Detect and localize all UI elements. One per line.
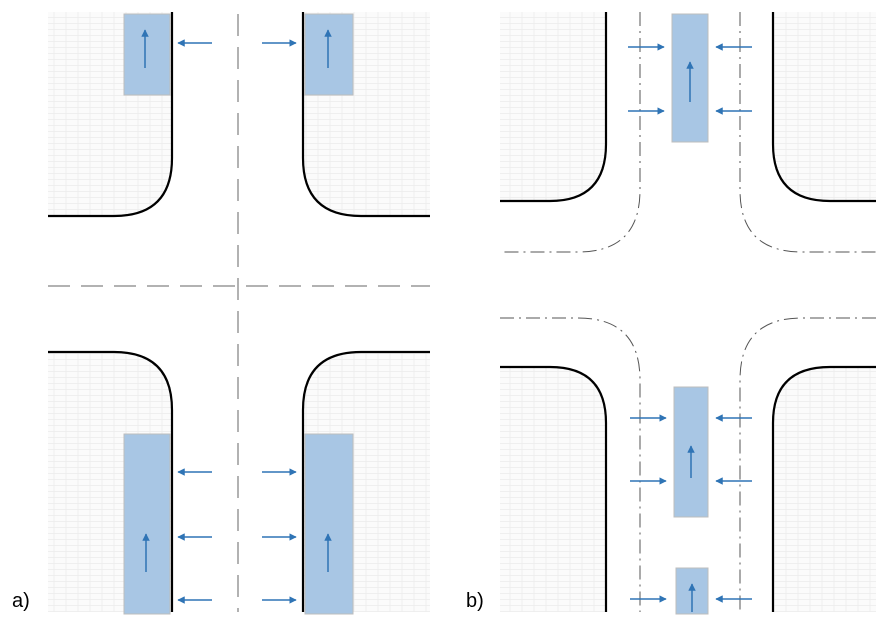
vehicle-a-top-left bbox=[123, 13, 171, 96]
panel-b bbox=[500, 12, 876, 615]
panel-a-label: a) bbox=[12, 590, 30, 612]
panel-b-label: b) bbox=[466, 590, 484, 612]
vehicle-b-bottom bbox=[675, 567, 709, 615]
curb-b-bottom-left bbox=[500, 365, 608, 612]
vehicle-a-top-right bbox=[304, 13, 354, 96]
curb-a-top-right bbox=[301, 12, 430, 218]
lane-boundaries-b bbox=[500, 12, 876, 612]
curb-b-top-right bbox=[771, 12, 876, 203]
curb-b-bottom-right bbox=[771, 365, 876, 612]
curb-b-top-left bbox=[500, 12, 608, 203]
sidewalk-b-bottom-right bbox=[773, 367, 876, 612]
vehicle-b-middle bbox=[673, 386, 709, 518]
sidewalk-b-top-left bbox=[500, 12, 606, 201]
curb-a-bottom-right bbox=[301, 350, 430, 612]
force-arrows-a bbox=[177, 39, 297, 604]
curb-a-top-left bbox=[48, 12, 174, 218]
vehicle-b-top bbox=[671, 13, 709, 143]
vehicle-a-bottom-left bbox=[123, 433, 171, 615]
curb-a-bottom-left bbox=[48, 350, 174, 612]
panel-a bbox=[48, 12, 430, 615]
vehicle-a-bottom-right bbox=[304, 433, 354, 615]
sidewalk-b-bottom-left bbox=[500, 367, 606, 612]
force-arrows-b bbox=[628, 43, 752, 603]
sidewalk-b-top-right bbox=[773, 12, 876, 201]
